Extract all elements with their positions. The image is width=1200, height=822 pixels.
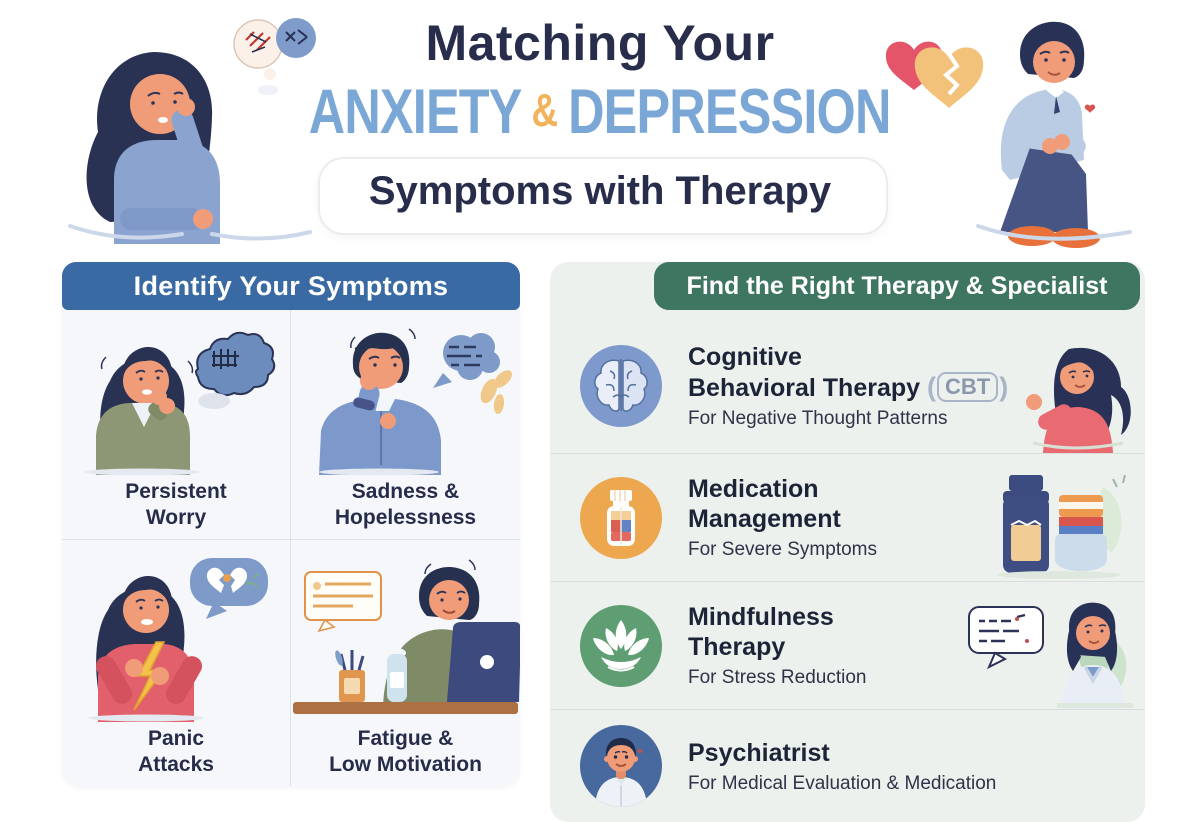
therapy-panel: Find the Right Therapy & Specialist Cogn… — [550, 262, 1145, 822]
symptoms-grid: Persistent Worry — [62, 310, 520, 786]
therapy-row-mindfulness: Mindfulness Therapy For Stress Reduction — [550, 582, 1145, 710]
therapy-row-psychiatrist: Psychiatrist For Medical Evaluation & Me… — [550, 710, 1145, 822]
psychiatrist-avatar-icon — [580, 725, 662, 807]
therapy-text: Cognitive Behavioral Therapy (CBT) For N… — [688, 342, 1008, 430]
symptom-label: Fatigue & Low Motivation — [329, 726, 482, 778]
fatigued-man-laptop-illustration — [293, 559, 520, 714]
sitting-man — [1000, 21, 1100, 248]
therapy-title-line1: Medication — [688, 475, 819, 503]
page-title-line1: Matching Your — [425, 15, 775, 71]
symptom-label-line1: Fatigue & — [357, 727, 454, 750]
pill-bottle-icon — [580, 476, 662, 559]
symptom-card-persistent-worry: Persistent Worry — [62, 310, 291, 540]
cbt-badge: CBT — [936, 371, 999, 402]
therapy-row-cbt: Cognitive Behavioral Therapy (CBT) For N… — [550, 318, 1145, 454]
therapy-subtitle: For Stress Reduction — [688, 667, 867, 688]
therapy-title-line1: Mindfulness — [688, 603, 834, 631]
therapy-title-line2: Management — [688, 505, 841, 533]
thought-bubbles — [233, 18, 316, 95]
symptom-label: Persistent Worry — [125, 479, 227, 531]
sad-man-illustration — [319, 328, 512, 475]
cbt-paren-open: ( — [926, 371, 936, 402]
therapy-title-text: Behavioral Therapy — [688, 373, 921, 402]
page-title-line2: ANXIETY & DEPRESSION — [0, 76, 1200, 148]
therapy-title-line2: Behavioral Therapy (CBT) — [688, 371, 1008, 403]
title-ampersand: & — [531, 84, 559, 136]
worried-woman-illustration — [83, 331, 275, 475]
therapy-text: Mindfulness Therapy For Stress Reduction — [688, 602, 965, 689]
therapy-text: Psychiatrist For Medical Evaluation & Me… — [688, 738, 1135, 795]
therapy-title-line2: Therapy — [688, 633, 786, 661]
symptom-label-line1: Sadness & — [351, 480, 460, 503]
title-word-anxiety: ANXIETY — [309, 77, 523, 147]
therapy-panel-header: Find the Right Therapy & Specialist — [654, 262, 1140, 310]
title-word-depression: DEPRESSION — [568, 77, 891, 147]
symptom-card-sadness-hopelessness: Sadness & Hopelessness — [291, 310, 520, 540]
symptom-label: Panic Attacks — [138, 726, 214, 778]
symptom-label: Sadness & Hopelessness — [335, 479, 476, 531]
title-card — [318, 157, 888, 235]
worried-woman — [86, 52, 220, 244]
therapy-title-line1: Cognitive — [688, 342, 802, 371]
symptoms-panel: Identify Your Symptoms — [62, 262, 520, 786]
therapist-with-speech-bubble-illustration — [968, 602, 1133, 709]
therapy-subtitle: For Severe Symptoms — [688, 539, 877, 560]
therapy-text: Medication Management For Severe Symptom… — [688, 474, 985, 561]
symptom-label-line2: Hopelessness — [334, 506, 477, 529]
therapy-subtitle: For Medical Evaluation & Medication — [688, 772, 997, 794]
symptoms-panel-header: Identify Your Symptoms — [62, 262, 520, 310]
symptom-label-line2: Attacks — [138, 753, 214, 776]
brain-icon — [580, 344, 662, 427]
header-worried-woman-illustration — [68, 18, 316, 244]
therapy-row-medication: Medication Management For Severe Symptom… — [550, 454, 1145, 582]
panic-woman-illustration — [87, 558, 268, 722]
header-sad-man-illustration — [885, 21, 1132, 248]
cbt-paren-close: ) — [999, 371, 1009, 402]
therapy-title-line1: Psychiatrist — [688, 738, 830, 767]
symptom-label-line2: Low Motivation — [329, 753, 482, 776]
symptom-label-line1: Panic — [147, 727, 205, 750]
broken-heart-icon — [885, 41, 984, 108]
symptom-card-fatigue-low-motivation: Fatigue & Low Motivation — [291, 540, 520, 786]
medicine-bottles-illustration — [997, 474, 1126, 579]
therapy-subtitle: For Negative Thought Patterns — [688, 407, 948, 429]
symptom-label-line2: Worry — [145, 506, 207, 529]
page-title-line3: Symptoms with Therapy — [368, 169, 832, 213]
therapist-woman-illustration — [1026, 347, 1131, 453]
symptom-label-line1: Persistent — [125, 480, 227, 503]
symptom-card-panic-attacks: Panic Attacks — [62, 540, 291, 786]
lotus-icon — [580, 604, 662, 687]
therapy-rows: Cognitive Behavioral Therapy (CBT) For N… — [550, 318, 1145, 822]
